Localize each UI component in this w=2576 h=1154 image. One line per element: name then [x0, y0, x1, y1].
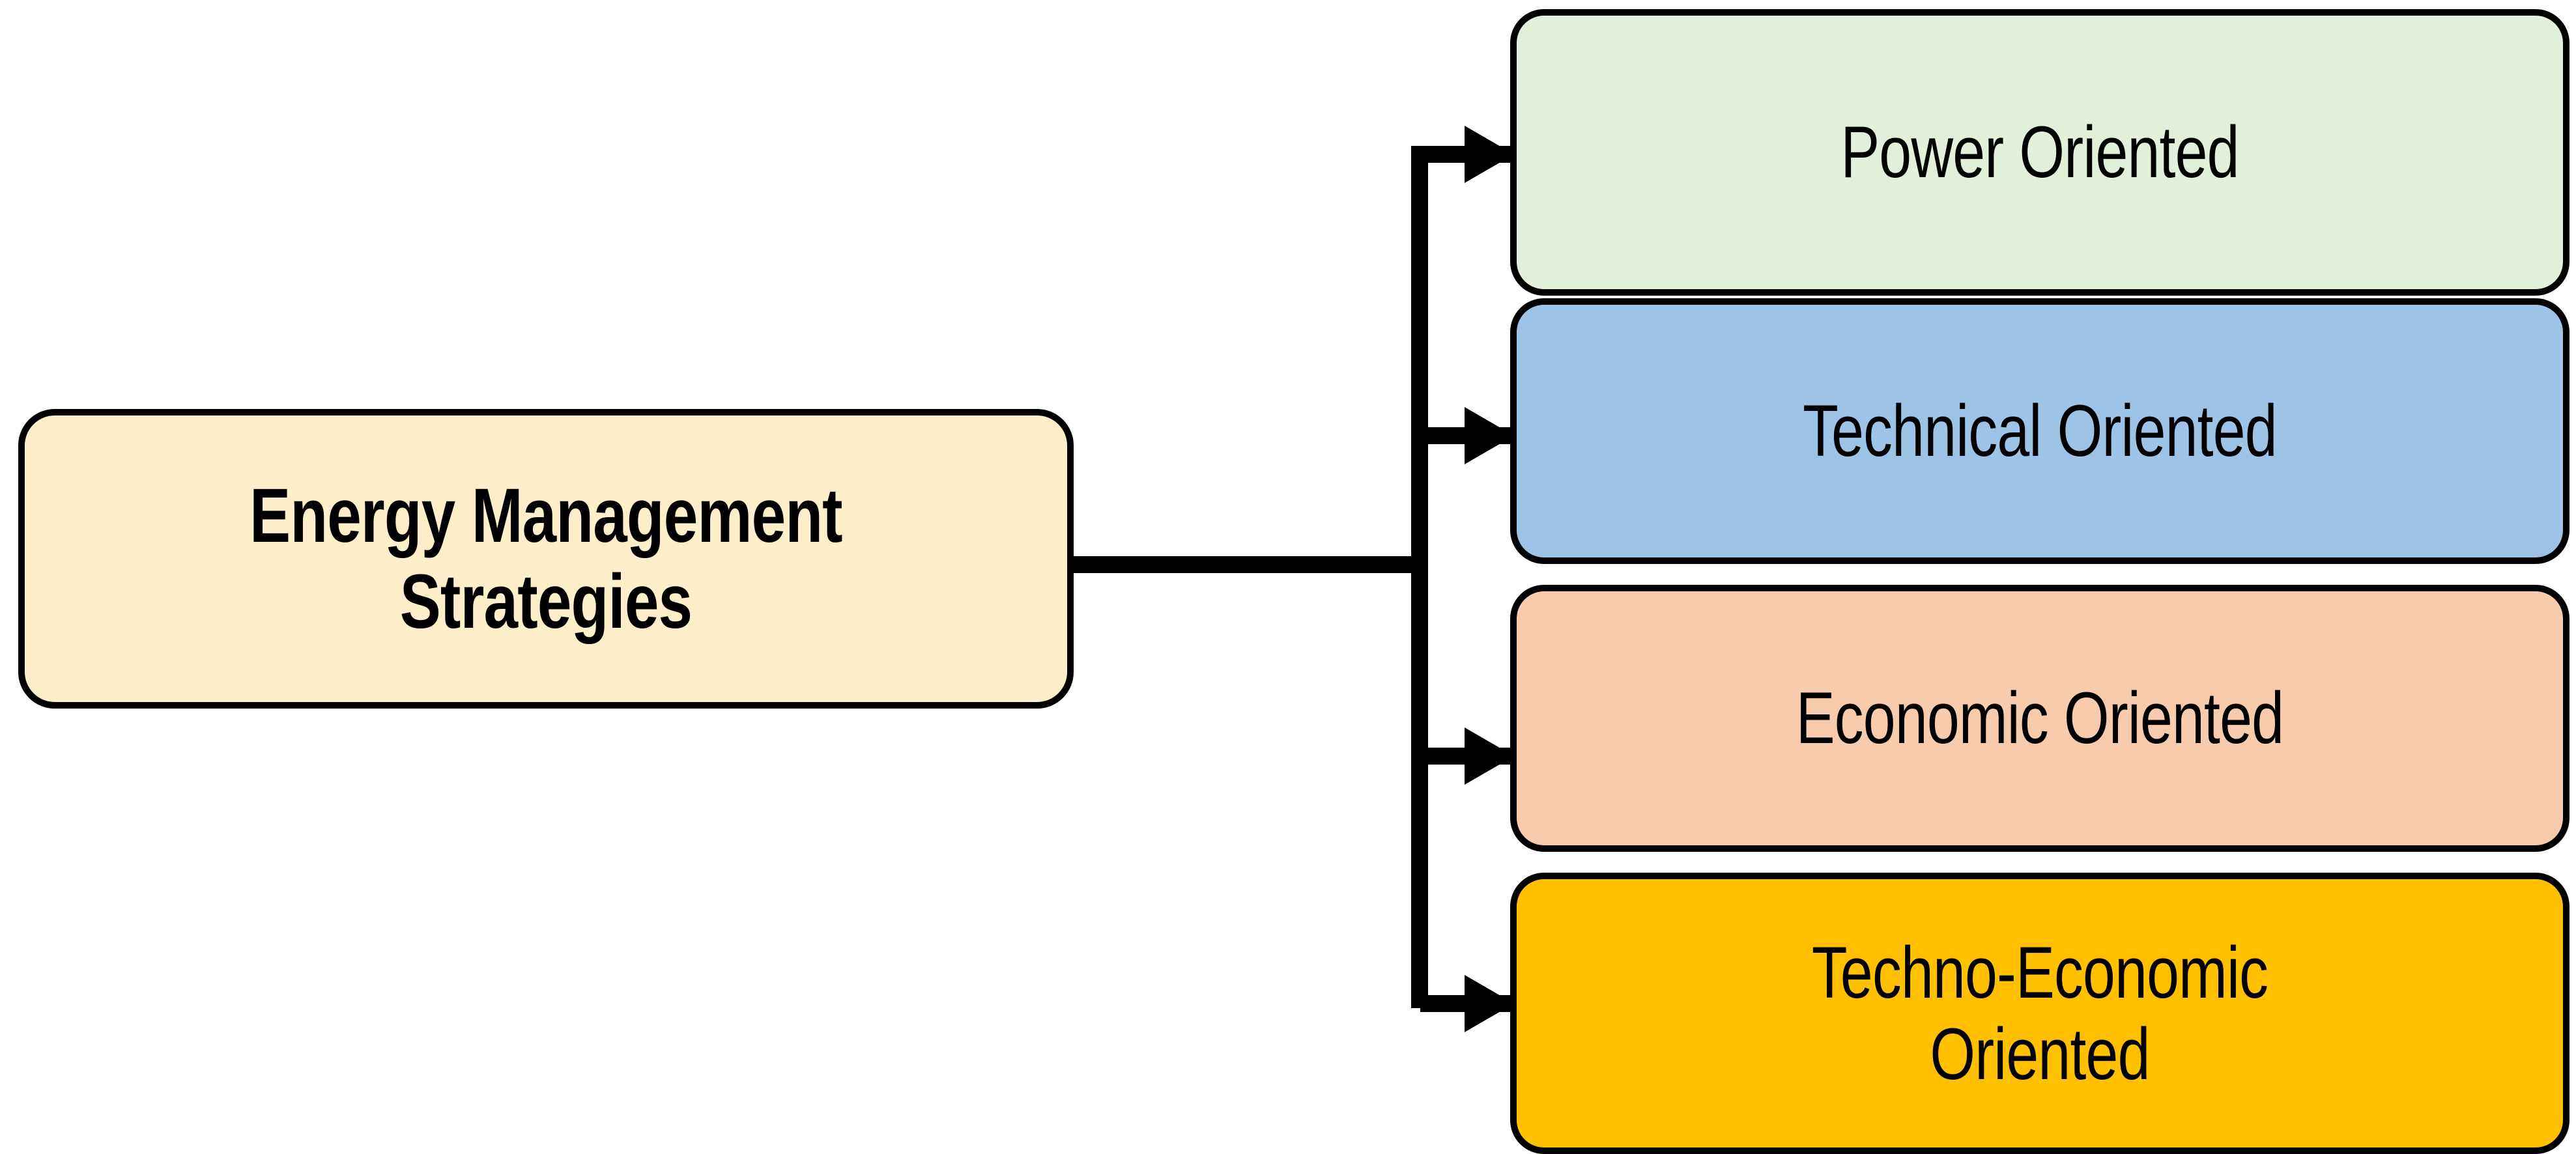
branch-node-label-techno-economic-oriented: Techno-Economic Oriented — [1811, 931, 2268, 1095]
branch-node-label-technical-oriented: Technical Oriented — [1803, 390, 2277, 472]
arrow-right-icon-technical-oriented — [1465, 407, 1514, 464]
branch-node-label-economic-oriented: Economic Oriented — [1796, 677, 2284, 759]
branch-node-technical-oriented[interactable]: Technical Oriented — [1510, 298, 2569, 564]
arrow-right-icon-economic-oriented — [1465, 727, 1514, 785]
branch-node-power-oriented[interactable]: Power Oriented — [1510, 9, 2569, 296]
root-node-energy-management-strategies[interactable]: Energy Management Strategies — [18, 409, 1074, 709]
connector-root-stem — [1074, 556, 1428, 573]
arrow-right-icon-power-oriented — [1465, 126, 1514, 183]
arrow-right-icon-techno-economic-oriented — [1465, 975, 1514, 1032]
branch-node-techno-economic-oriented[interactable]: Techno-Economic Oriented — [1510, 873, 2569, 1154]
root-node-label: Energy Management Strategies — [250, 472, 842, 645]
connector-vertical-trunk — [1411, 146, 1428, 1008]
branch-node-label-power-oriented: Power Oriented — [1840, 111, 2239, 193]
branch-node-economic-oriented[interactable]: Economic Oriented — [1510, 585, 2569, 852]
